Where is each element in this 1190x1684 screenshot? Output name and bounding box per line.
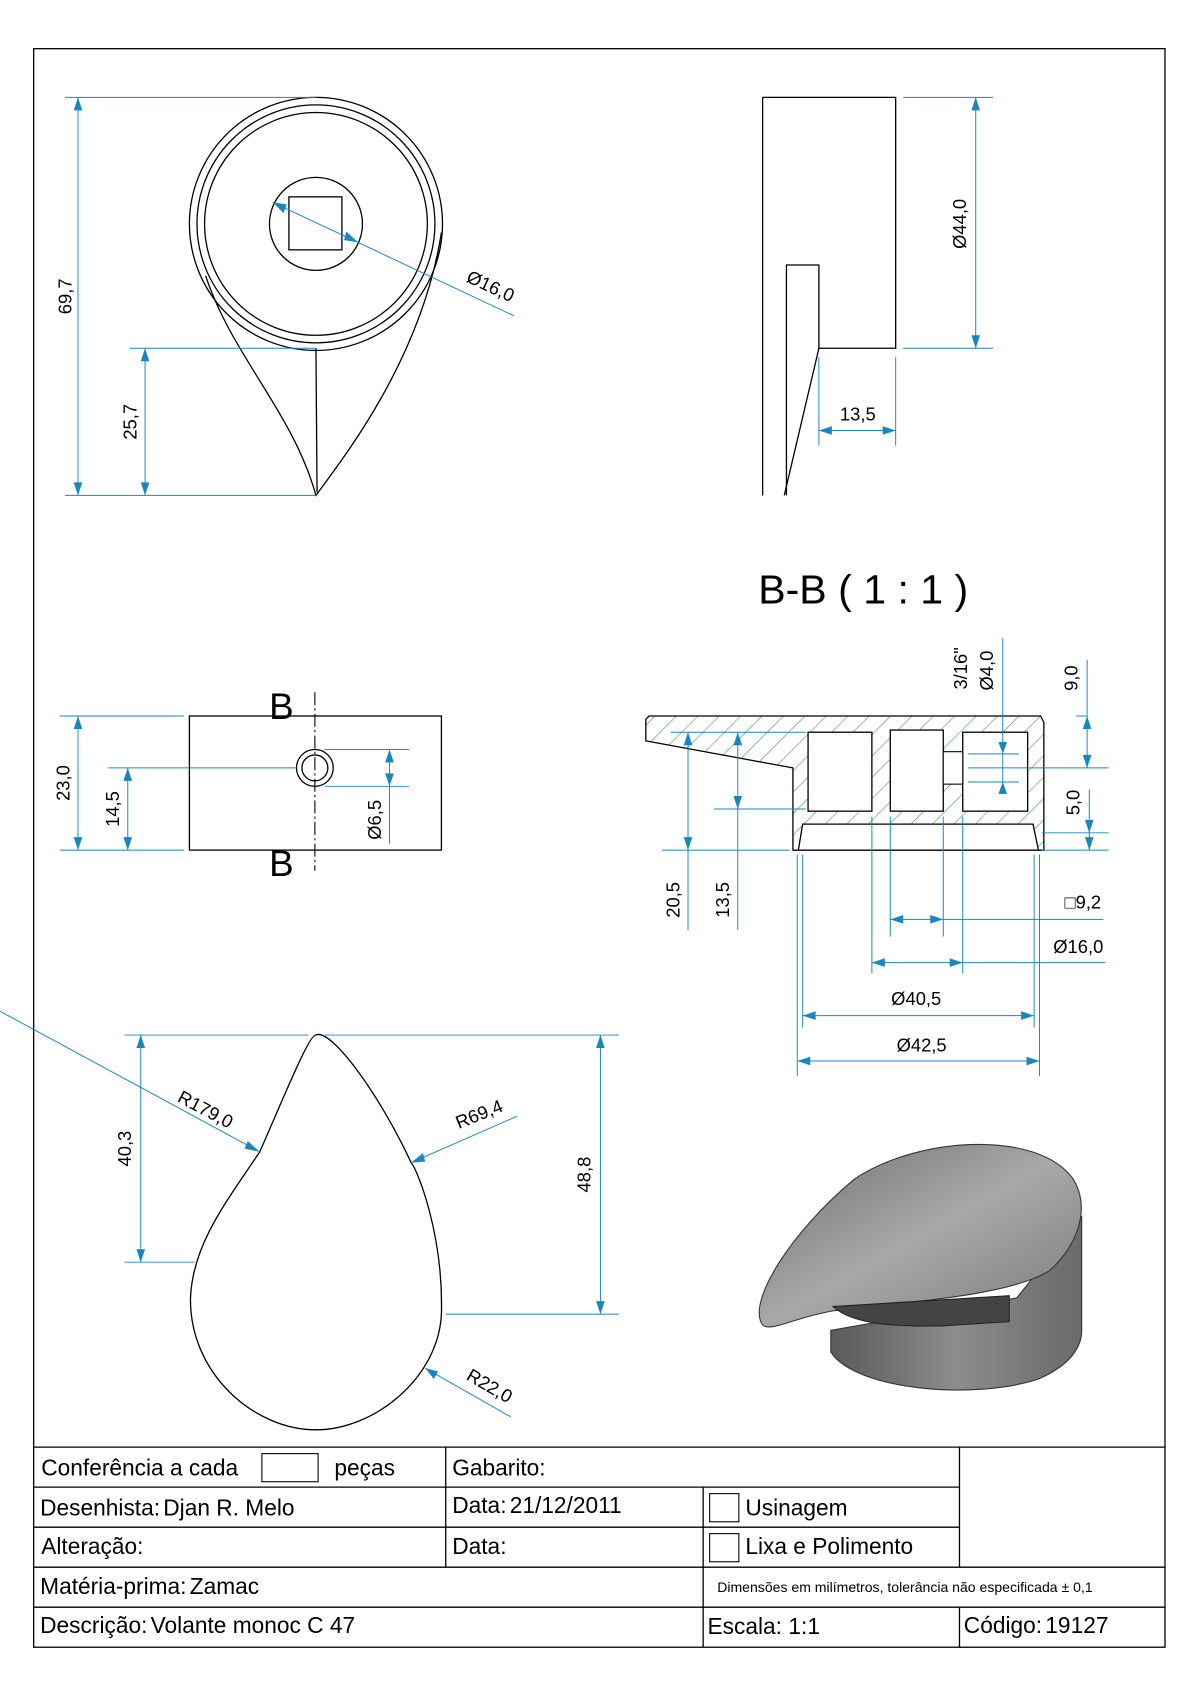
dim-bot-h2: 48,8 bbox=[574, 1157, 595, 1193]
materia-label: Matéria-prima: bbox=[40, 1573, 186, 1599]
dim-sec-bottom: 5,0 bbox=[1063, 790, 1084, 816]
section-title: B-B ( 1 : 1 ) bbox=[758, 567, 968, 613]
isometric-3d-view bbox=[758, 1143, 1083, 1391]
descricao-field: Descrição:Volante monoc C 47 bbox=[40, 1612, 355, 1638]
codigo-label: Código: bbox=[964, 1612, 1042, 1638]
conferencia-input-box[interactable] bbox=[261, 1453, 319, 1483]
dim-sec-top: 9,0 bbox=[1060, 665, 1081, 691]
dim-sec-bore: Ø16,0 bbox=[1053, 936, 1103, 957]
dim-front-hole-dia: Ø6,5 bbox=[364, 800, 385, 840]
tolerancia-note: Dimensões em milímetros, tolerância não … bbox=[717, 1579, 1093, 1595]
usinagem-checkbox[interactable] bbox=[709, 1493, 740, 1523]
materia-field: Matéria-prima:Zamac bbox=[40, 1573, 259, 1599]
codigo-field: Código:19127 bbox=[964, 1612, 1109, 1638]
dim-front-hole-height: 14,5 bbox=[102, 791, 123, 827]
dim-bot-h1: 40,3 bbox=[114, 1131, 135, 1167]
dim-bot-r2: R69,4 bbox=[452, 1095, 505, 1133]
title-block: Conferência a cada peças Gabarito: Desen… bbox=[33, 1446, 1165, 1648]
desenhista-value: Djan R. Melo bbox=[163, 1494, 294, 1520]
dim-sec-inner: Ø40,5 bbox=[891, 988, 941, 1009]
descricao-value: Volante monoc C 47 bbox=[151, 1612, 355, 1638]
dim-side-step: 13,5 bbox=[840, 404, 876, 425]
dim-sec-outer: Ø42,5 bbox=[897, 1034, 947, 1055]
descricao-label: Descrição: bbox=[40, 1612, 147, 1638]
section-marker-top: B bbox=[269, 686, 294, 727]
drawing-frame bbox=[33, 48, 1166, 1648]
dim-top-hole-dia: Ø16,0 bbox=[464, 266, 518, 306]
dim-sec-depth1: 20,5 bbox=[662, 882, 683, 918]
dim-bot-r3: R22,0 bbox=[463, 1364, 516, 1407]
data-label: Data: bbox=[452, 1492, 506, 1518]
escala-value: 1:1 bbox=[788, 1613, 820, 1639]
conferencia-label: Conferência a cada bbox=[41, 1454, 238, 1480]
usinagem-label: Usinagem bbox=[745, 1494, 847, 1520]
gabarito-label: Gabarito: bbox=[452, 1454, 545, 1480]
alteracao-label: Alteração: bbox=[41, 1533, 143, 1559]
dim-front-height: 23,0 bbox=[52, 765, 73, 801]
dim-sec-hole-dia: Ø4,0 bbox=[976, 651, 997, 691]
dim-sec-depth2: 13,5 bbox=[712, 882, 733, 918]
dim-side-dia: Ø44,0 bbox=[949, 199, 970, 249]
codigo-value: 19127 bbox=[1045, 1612, 1108, 1638]
data-field: Data:21/12/2011 bbox=[452, 1492, 621, 1518]
lixa-label: Lixa e Polimento bbox=[745, 1533, 913, 1559]
dim-top-height: 69,7 bbox=[55, 278, 76, 314]
top-view: 69,7 25,7 Ø16,0 bbox=[55, 96, 518, 497]
materia-value: Zamac bbox=[190, 1573, 259, 1599]
pecas-label: peças bbox=[334, 1454, 395, 1480]
dim-sec-square: □9,2 bbox=[1065, 892, 1102, 913]
side-view: Ø44,0 13,5 bbox=[761, 96, 994, 496]
dim-top-tip: 25,7 bbox=[119, 404, 140, 440]
data-value: 21/12/2011 bbox=[510, 1492, 622, 1518]
lixa-checkbox[interactable] bbox=[709, 1533, 740, 1563]
escala-field: Escala: 1:1 bbox=[707, 1613, 820, 1639]
bottom-view: 48,8 40,3 R179,0 R69,4 R22,0 bbox=[0, 1010, 619, 1431]
dim-bot-r1: R179,0 bbox=[175, 1086, 237, 1132]
section-marker-bottom: B bbox=[269, 843, 294, 884]
section-view: B-B ( 1 : 1 ) 9,0 5,0 3/16" Ø4,0 20,5 13… bbox=[645, 567, 1109, 1077]
desenhista-field: Desenhista:Djan R. Melo bbox=[40, 1494, 294, 1520]
front-view: B B 23,0 14,5 Ø6,5 bbox=[52, 686, 443, 884]
desenhista-label: Desenhista: bbox=[40, 1494, 160, 1520]
data2-label: Data: bbox=[452, 1533, 506, 1559]
escala-label: Escala: bbox=[707, 1613, 781, 1639]
dim-sec-thread: 3/16" bbox=[950, 647, 971, 689]
